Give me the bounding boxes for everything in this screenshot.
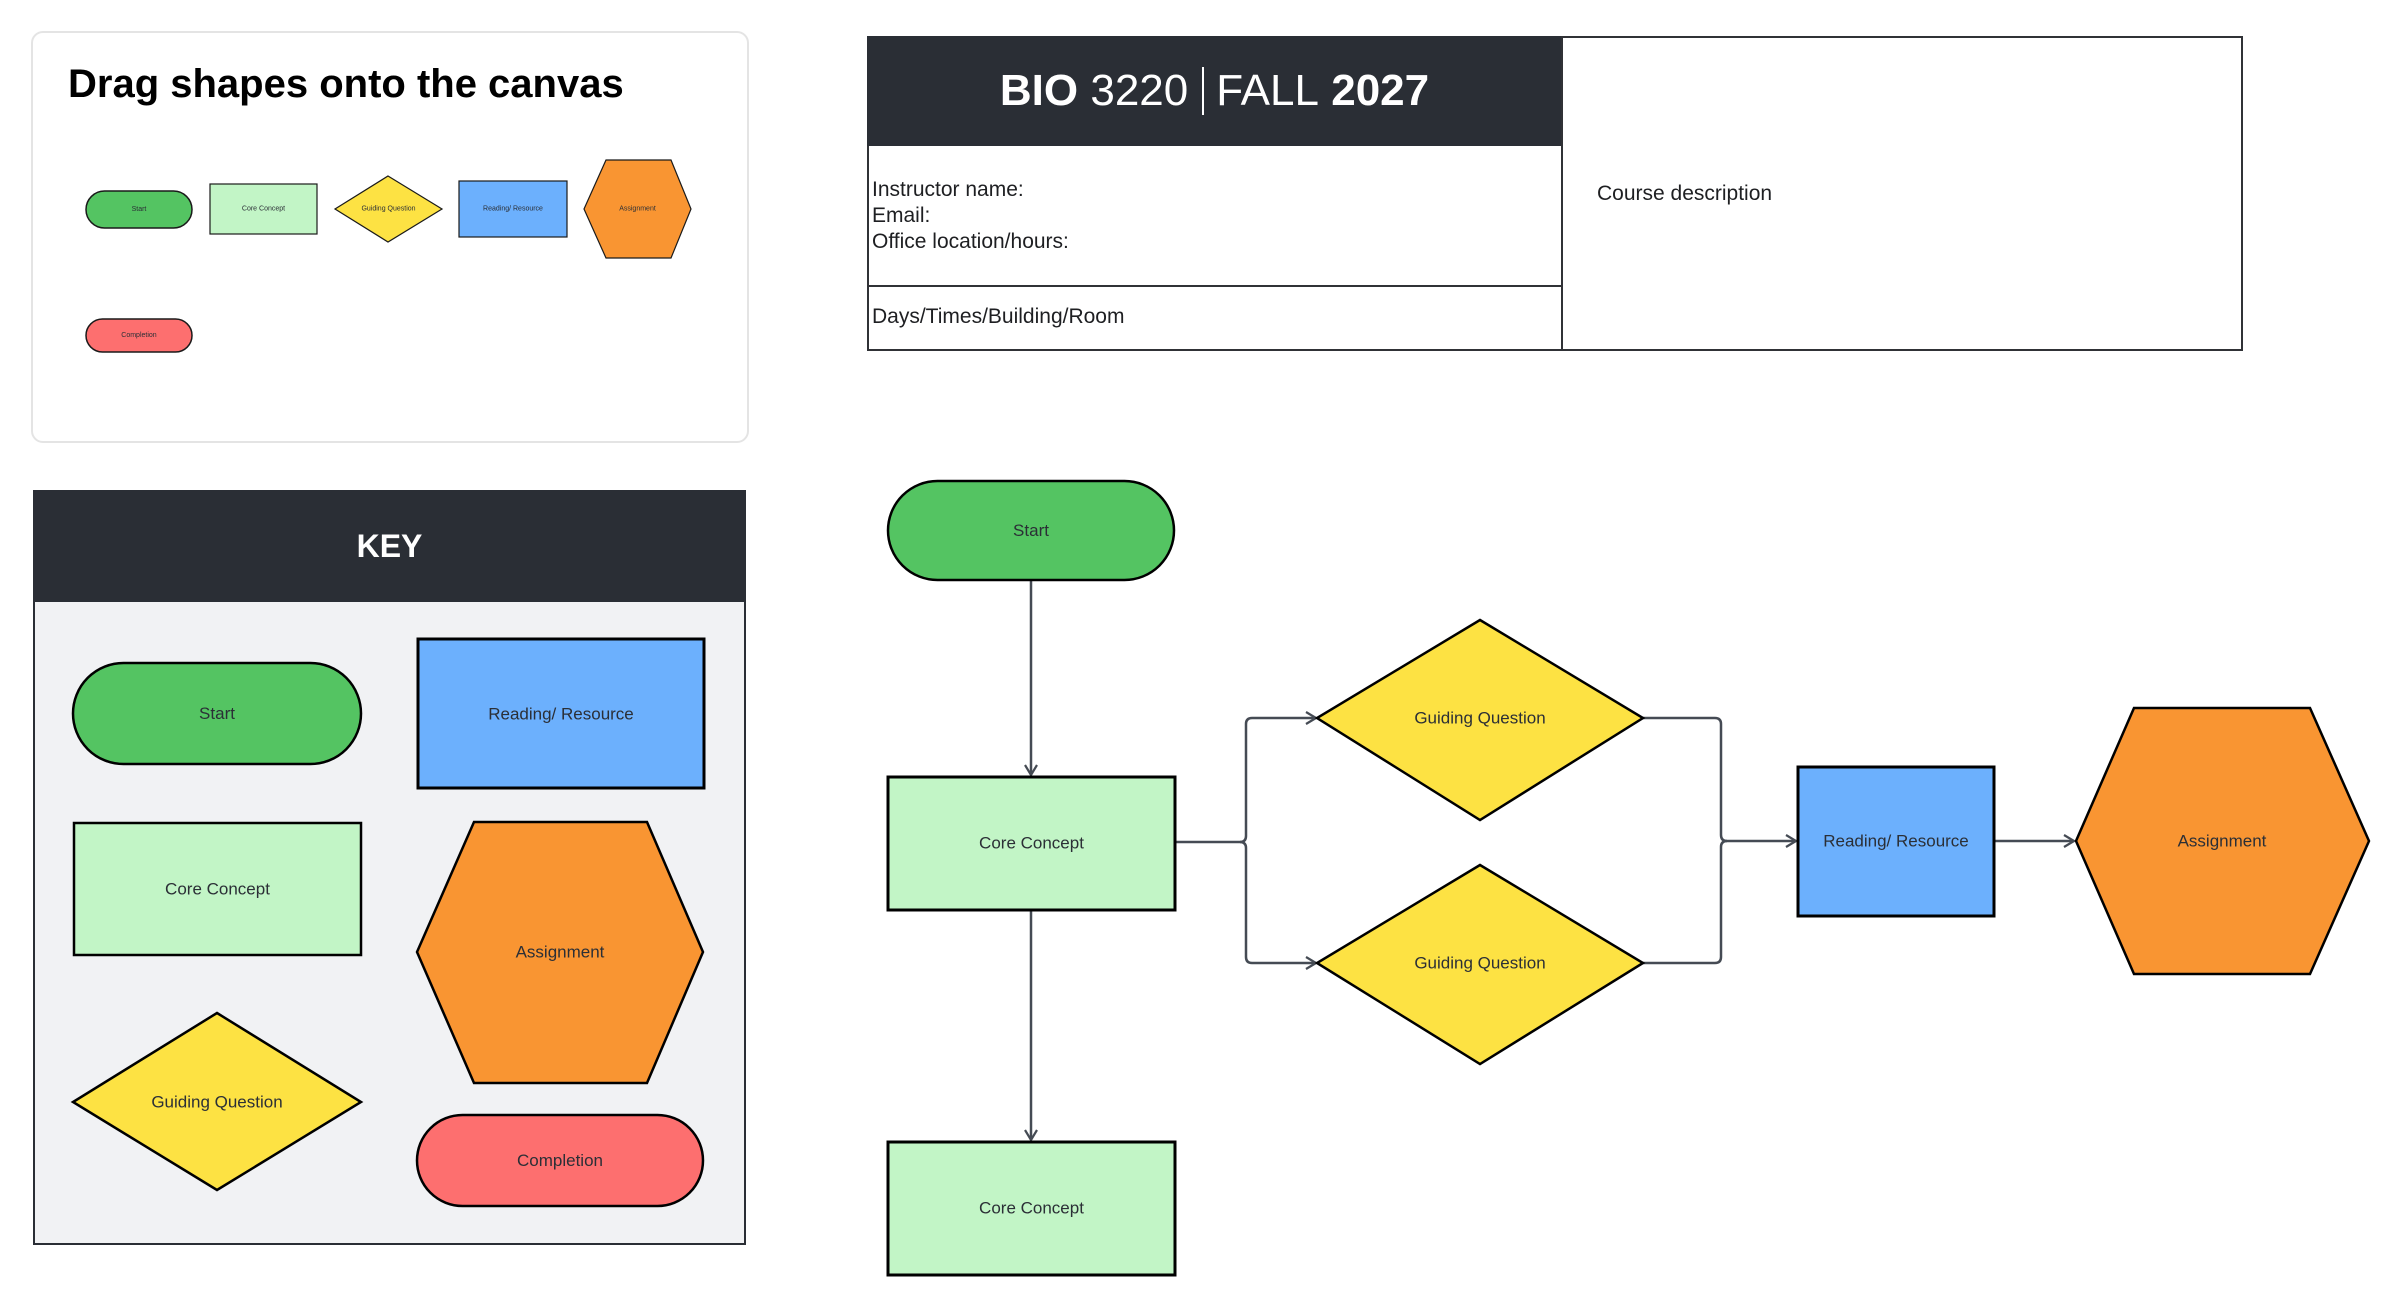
instructor-info-cell[interactable]: Instructor name: Email: Office location/…	[872, 177, 1069, 255]
office-hours-label: Office location/hours:	[872, 230, 1069, 253]
palette-shape-reading-resource[interactable]: Reading/ Resource	[458, 180, 568, 238]
flow-node-guiding-question-1[interactable]: Guiding Question	[1314, 618, 1646, 822]
key-start-shape	[71, 661, 363, 766]
key-reading-shape	[416, 637, 706, 790]
flow-node-guiding-question-2[interactable]: Guiding Question	[1314, 863, 1646, 1066]
key-item-label: Completion	[517, 1151, 603, 1170]
palette-shape-guiding-question[interactable]: Guiding Question	[333, 175, 444, 243]
flow-node-reading-resource[interactable]: Reading/ Resource	[1796, 765, 1996, 918]
palette-shape-start[interactable]: Start	[85, 190, 193, 229]
key-question-shape	[70, 1011, 364, 1192]
palette-shape-label: Start	[132, 206, 147, 213]
course-term: FALL	[1216, 66, 1319, 115]
flow-node-start[interactable]: Start	[886, 479, 1176, 582]
key-item-label: Start	[199, 704, 235, 723]
key-item-reading-resource: Reading/ Resource	[416, 637, 706, 790]
key-item-label: Reading/ Resource	[488, 705, 634, 724]
title-separator	[1202, 67, 1205, 115]
palette-shape-label: Reading/ Resource	[483, 206, 543, 213]
flowchart-connectors	[1031, 581, 2074, 1140]
key-item-label: Core Concept	[165, 880, 270, 899]
key-item-guiding-question: Guiding Question	[70, 1011, 364, 1192]
course-number: 3220	[1090, 66, 1189, 115]
key-item-core-concept: Core Concept	[72, 821, 363, 957]
flow-node-label: Assignment	[2178, 832, 2267, 851]
palette-shape-label: Assignment	[619, 206, 656, 213]
palette-shape-label: Completion	[121, 332, 157, 339]
key-item-assignment: Assignment	[415, 820, 705, 1085]
email-label: Email:	[872, 204, 931, 227]
key-core-shape	[72, 821, 363, 957]
course-title-bar: BIO 3220 FALL 2027	[867, 36, 1562, 146]
flow-node-label: Guiding Question	[1414, 709, 1545, 728]
key-assignment-shape	[415, 820, 705, 1085]
palette-shape-label: Guiding Question	[361, 206, 415, 213]
palette-shape-core-concept[interactable]: Core Concept	[209, 183, 318, 235]
palette-title: Drag shapes onto the canvas	[68, 62, 624, 106]
key-item-completion: Completion	[415, 1113, 705, 1208]
flow-node-assignment[interactable]: Assignment	[2074, 706, 2371, 976]
key-item-label: Guiding Question	[151, 1093, 282, 1112]
key-completion-shape	[415, 1113, 705, 1208]
palette-shape-label: Core Concept	[242, 206, 285, 213]
course-title[interactable]: BIO 3220 FALL 2027	[1000, 66, 1429, 116]
key-item-start: Start	[71, 661, 363, 766]
flow-node-core-concept[interactable]: Core Concept	[886, 775, 1177, 912]
table-divider-vertical	[1561, 36, 1563, 351]
key-header: KEY	[33, 490, 746, 602]
connector-question-1-to-reading[interactable]	[1643, 716, 1796, 841]
course-description-cell[interactable]: Course description	[1597, 182, 1773, 205]
table-divider-horizontal	[867, 285, 1562, 287]
palette-shape-assignment[interactable]: Assignment	[583, 159, 692, 259]
flow-node-core-concept-2[interactable]: Core Concept	[886, 1140, 1177, 1277]
connector-core-to-question-2[interactable]	[1239, 840, 1316, 963]
key-item-label: Assignment	[516, 943, 605, 962]
key-title: KEY	[356, 527, 423, 564]
course-code: BIO	[999, 66, 1079, 115]
instructor-name-label: Instructor name:	[872, 178, 1024, 201]
connector-question-2-to-reading[interactable]	[1643, 839, 1728, 965]
flow-node-label: Reading/ Resource	[1823, 832, 1969, 851]
palette-shape-completion[interactable]: Completion	[85, 318, 193, 353]
schedule-cell[interactable]: Days/Times/Building/Room	[872, 305, 1125, 328]
flow-node-label: Core Concept	[979, 834, 1084, 853]
course-year: 2027	[1331, 66, 1430, 115]
flow-node-label: Start	[1013, 521, 1049, 540]
connector-core-to-question-1[interactable]	[1175, 718, 1316, 844]
flow-node-label: Core Concept	[979, 1199, 1084, 1218]
flow-node-label: Guiding Question	[1414, 954, 1545, 973]
